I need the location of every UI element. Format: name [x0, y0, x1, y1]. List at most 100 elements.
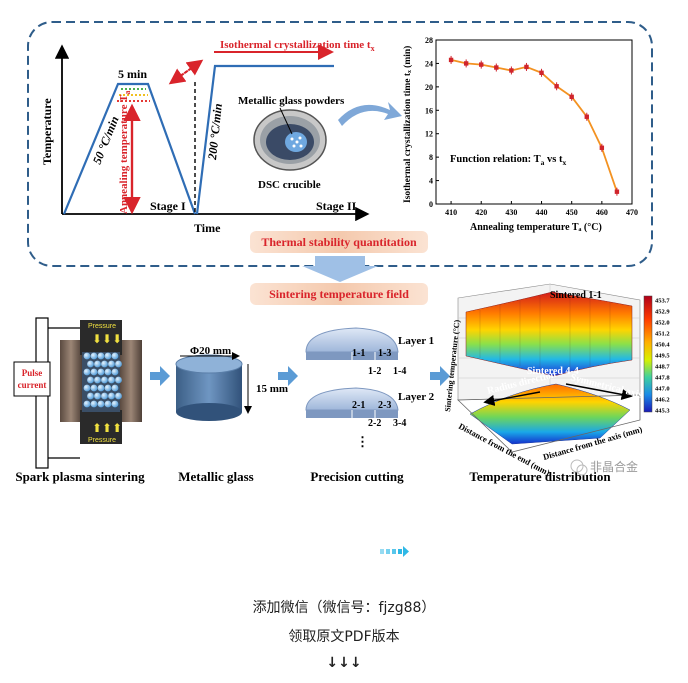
y-tick-label: 20 [425, 83, 433, 92]
sps-apparatus: Pressure ⬇⬇⬇ ⬆⬆⬆ Pressure [35, 317, 142, 469]
layer1-label: Layer 1 [398, 335, 434, 347]
data-point [524, 64, 529, 70]
diameter-label: Φ20 mm [190, 345, 231, 357]
cut-label-1-3: 1-3 [378, 348, 391, 359]
sym-axis-arrow [565, 383, 633, 400]
x-tick-label: 410 [445, 208, 457, 217]
data-point [569, 94, 574, 100]
powder-particle [90, 368, 98, 376]
powder-particle [101, 376, 108, 384]
iso-label: Isothermal crystallization time tx [220, 39, 375, 53]
cut-label-2-3: 2-3 [378, 400, 391, 411]
cutting-layer1 [305, 327, 399, 360]
panel-down-arrow-icon [302, 256, 378, 282]
pulse-box [13, 361, 51, 397]
y-tick-label: 16 [425, 106, 433, 115]
colorbar-tick-label: 451.2 [655, 331, 670, 338]
data-point [448, 57, 454, 63]
thermal-banner-text: Thermal stability quantitation [261, 235, 417, 249]
powder-particle [104, 368, 112, 376]
surface-label-top: Sintered 1-1 [550, 290, 602, 301]
dsc-crucible-illustration [253, 109, 327, 171]
x-tick-label: 420 [475, 208, 487, 217]
powder-particle [87, 360, 94, 368]
schematic-axes [54, 44, 370, 222]
arrow-to-surface-icon [430, 366, 450, 386]
x-tick-label: 450 [566, 208, 578, 217]
powder-particle [97, 352, 105, 360]
colorbar-ticks: 453.7452.9452.0451.2450.4449.5448.7447.8… [655, 298, 670, 415]
powder-particle [108, 392, 115, 400]
data-point [509, 68, 514, 73]
powders-label: Metallic glass powders [238, 95, 345, 107]
to-plot-arrow-icon [338, 102, 402, 126]
powder-particle [111, 352, 119, 360]
y-tick-label: 28 [425, 36, 433, 45]
layer2-label: Layer 2 [398, 391, 435, 403]
powder-particle [111, 400, 119, 408]
anneal-label: Annealing temperature Ta [118, 91, 132, 214]
stage2-label: Stage II [316, 199, 357, 213]
powder-particle [87, 376, 94, 384]
data-point [539, 70, 544, 75]
stage2-profile [195, 64, 334, 215]
powder-particle [97, 400, 105, 408]
crucible-label: DSC crucible [258, 179, 321, 191]
powder-particle [90, 384, 98, 392]
cut-label-1-1: 1-1 [352, 348, 365, 359]
powder-particle [101, 360, 108, 368]
sps-caption: Spark plasma sintering [15, 469, 145, 484]
stage1-label: Stage I [150, 199, 186, 213]
plot-annotation: Function relation: Ta vs tx [450, 154, 566, 167]
metallic-glass-cylinder [175, 354, 243, 421]
arrow-to-cutting-icon [278, 366, 298, 386]
powder-particle [90, 400, 98, 408]
more-layers-dots: ⋮ [356, 434, 369, 449]
data-point [599, 145, 605, 150]
watermark-text: 非晶合金 [590, 459, 638, 474]
footer-arrow-icon [380, 546, 409, 557]
powder-particle [115, 376, 122, 384]
colorbar-tick-label: 447.0 [655, 386, 670, 393]
x-tick-label: 470 [626, 208, 638, 217]
powder-particle [104, 384, 112, 392]
pressure-arrows-up-icon: ⬆⬆⬆ [92, 421, 122, 435]
colorbar-tick-label: 453.7 [655, 298, 670, 305]
y-tick-label: 4 [429, 177, 433, 186]
arrow-to-cylinder-icon [150, 366, 170, 386]
data-point [463, 61, 469, 66]
powder-particle [108, 360, 115, 368]
x-tick-label: 460 [596, 208, 608, 217]
data-point [584, 114, 589, 119]
fast-rate-label: 200 °C/min [205, 102, 225, 161]
colorbar-tick-label: 452.9 [655, 309, 670, 316]
watermark: 非晶合金 [570, 459, 638, 476]
powder-particle [97, 368, 105, 376]
powder-particle [111, 384, 119, 392]
plot-ylabel: Isothermal crystallization time tₓ (min) [402, 46, 413, 203]
cut-label-2-2: 2-2 [368, 418, 381, 429]
colorbar-tick-label: 450.4 [655, 342, 670, 349]
y-tick-label: 8 [429, 153, 433, 162]
temp-distribution-caption: Temperature distribution [469, 469, 611, 484]
cutting-caption: Precision cutting [310, 469, 404, 484]
data-point [614, 189, 620, 194]
powder-particle [97, 384, 105, 392]
temperature-surface-plot [457, 283, 641, 453]
cut-label-1-2: 1-2 [368, 366, 381, 377]
pulse-label-line2: current [18, 380, 47, 390]
heating-profile [62, 82, 197, 215]
x-tick-label: 430 [505, 208, 517, 217]
powder-particle [90, 352, 98, 360]
powder-particle [108, 376, 115, 384]
radius-arrow [483, 391, 541, 406]
powder-particle [83, 384, 91, 392]
y-tick-label: 24 [425, 59, 433, 68]
footer-line1: 添加微信（微信号：fjzg88） [252, 600, 436, 616]
pressure-arrows-down-icon: ⬇⬇⬇ [92, 332, 122, 346]
cut-label-3-4: 3-4 [393, 418, 406, 429]
colorbar-tick-label: 448.7 [655, 364, 670, 371]
schematic-xlabel: Time [194, 221, 221, 235]
pulse-label-line1: Pulse [22, 368, 43, 378]
